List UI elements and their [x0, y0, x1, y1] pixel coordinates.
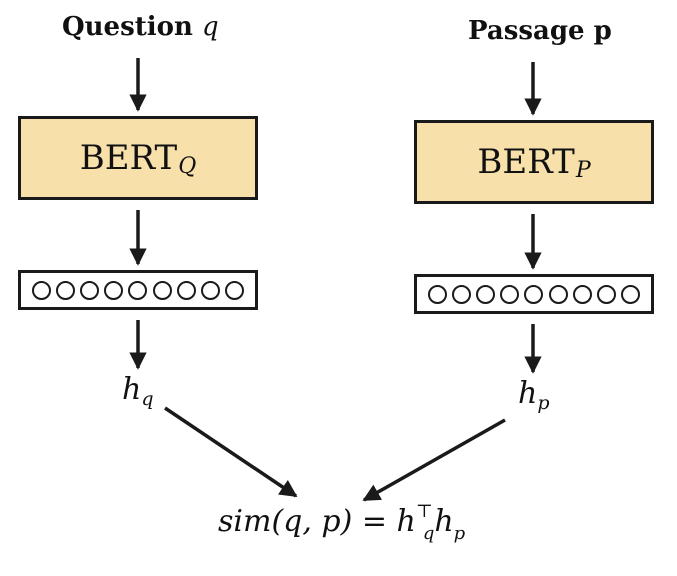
passage-title-text: Passage p — [468, 16, 612, 46]
similarity-h2-sub: p — [453, 523, 466, 544]
vector-cell — [452, 284, 472, 304]
similarity-h1: h — [396, 504, 416, 539]
vector-cell — [572, 284, 592, 304]
question-title-text: Question — [62, 12, 193, 42]
similarity-transpose: ⊤ — [415, 501, 433, 522]
passage-encoder-sub: P — [575, 157, 591, 183]
passage-output-sub: p — [537, 392, 550, 414]
vector-cell — [548, 284, 568, 304]
question-output-sub: q — [141, 388, 154, 410]
question-title: Question q — [62, 12, 219, 42]
vector-cell — [200, 280, 220, 300]
passage-embedding-vector — [414, 274, 654, 314]
question-output-label: hq — [122, 372, 154, 410]
vector-cell — [32, 280, 52, 300]
vector-cell — [524, 284, 544, 304]
question-embedding-vector — [18, 270, 258, 310]
question-encoder-label: BERT — [79, 138, 178, 178]
arrow-passage-output-to-similarity — [362, 418, 506, 502]
similarity-h1-sub: q — [422, 523, 435, 544]
vector-cell — [152, 280, 172, 300]
vector-cell — [128, 280, 148, 300]
arrow-question-output-to-similarity — [164, 406, 298, 498]
vector-cell — [500, 284, 520, 304]
vector-cell — [80, 280, 100, 300]
vector-cell — [620, 284, 640, 304]
vector-cell — [428, 284, 448, 304]
question-encoder-sub: Q — [178, 153, 197, 179]
similarity-h2: h — [434, 504, 454, 539]
vector-cell — [596, 284, 616, 304]
vector-cell — [104, 280, 124, 300]
vector-cell — [224, 280, 244, 300]
passage-title: Passage p — [468, 16, 612, 46]
similarity-formula: sim(q, p) = h⊤qhp — [218, 501, 465, 544]
vector-cell — [176, 280, 196, 300]
passage-output-var: h — [518, 376, 538, 411]
passage-output-label: hp — [518, 376, 550, 414]
vector-cell — [56, 280, 76, 300]
similarity-lhs: sim(q, p) = — [218, 504, 387, 539]
question-title-var: q — [201, 12, 219, 42]
question-output-var: h — [122, 372, 142, 407]
passage-encoder-label: BERT — [477, 142, 575, 182]
vector-cell — [476, 284, 496, 304]
